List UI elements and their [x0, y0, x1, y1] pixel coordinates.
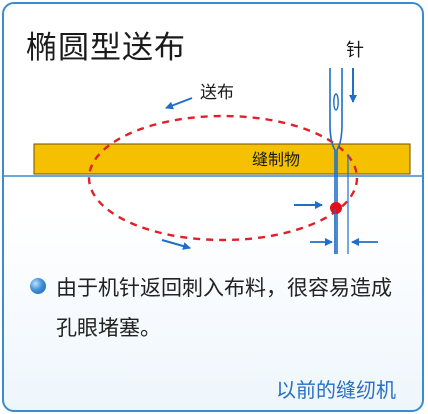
- needle-point-dot: [330, 202, 342, 214]
- feed-label: 送布: [200, 83, 234, 103]
- feed-arrow: [165, 97, 193, 110]
- feed-orbit: [87, 114, 359, 242]
- diagram-card: 椭圆型送布 针 送布 缝制物: [2, 2, 424, 412]
- description-text: 由于机针返回刺入布料，很容易造成孔眼堵塞。: [56, 276, 392, 340]
- needle-icon: [329, 68, 343, 254]
- feed-diagram: 针 送布 缝制物: [4, 40, 422, 254]
- needle-label: 针: [346, 40, 364, 61]
- caption-text: 以前的缝纫机: [276, 378, 396, 402]
- material-label: 缝制物: [252, 150, 300, 169]
- feed-direction-arrow: [161, 239, 191, 250]
- diagram-title: 椭圆型送布: [26, 30, 186, 66]
- bullet-icon: [30, 278, 46, 294]
